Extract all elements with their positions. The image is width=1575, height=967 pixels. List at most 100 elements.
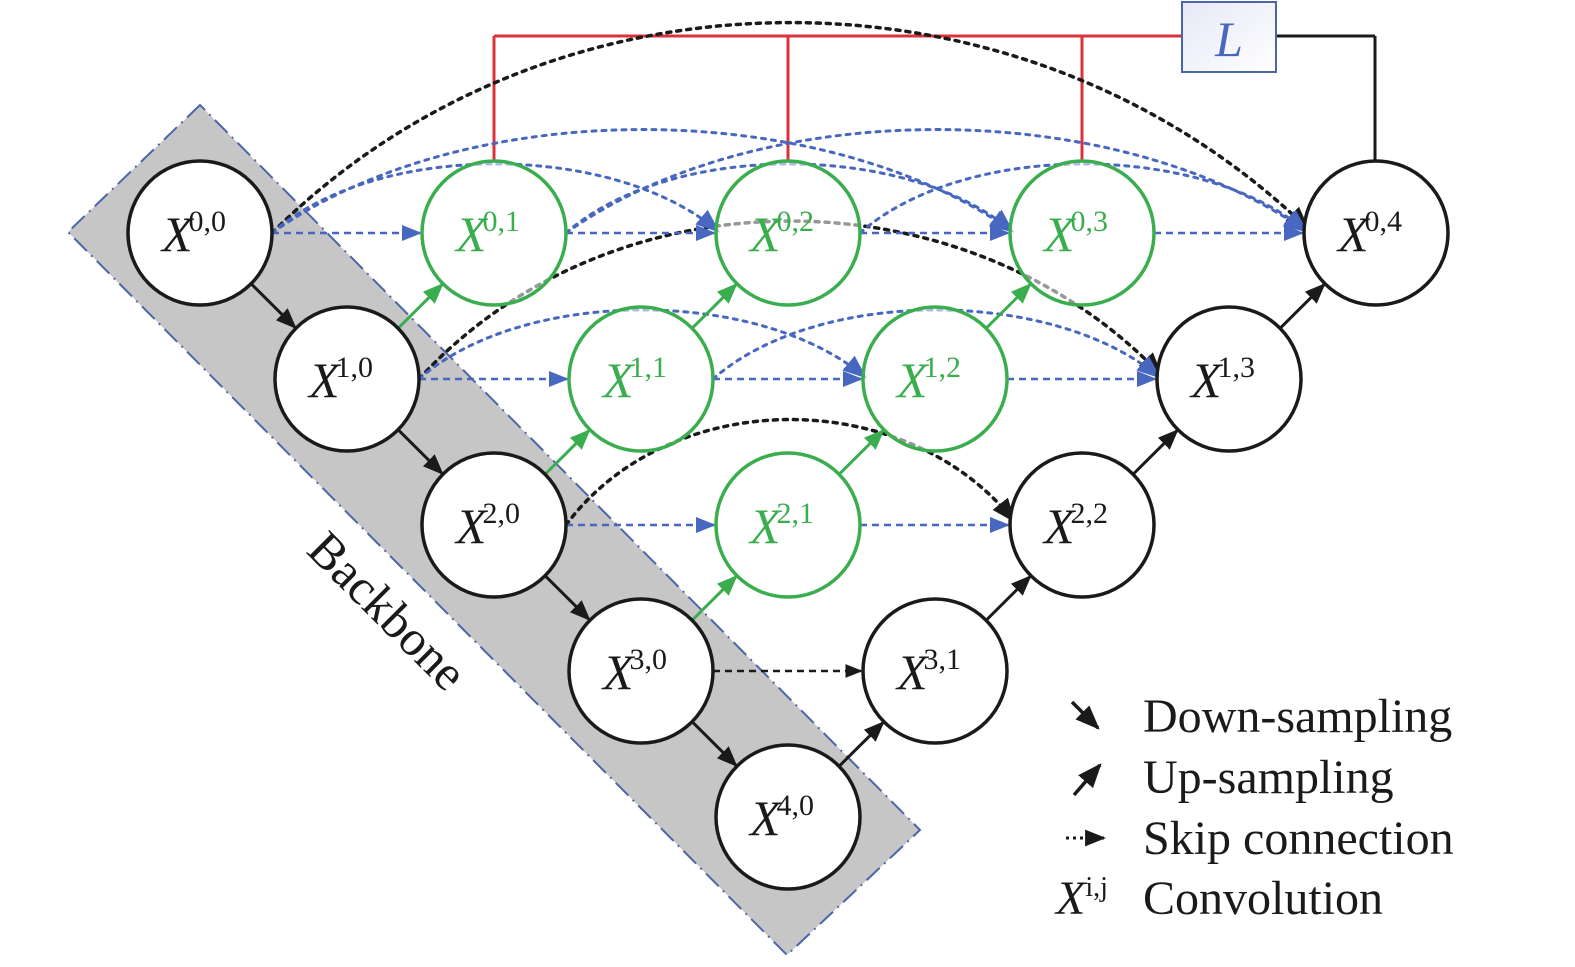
up-sampling-arrow [838,720,885,768]
loss-label: L [1214,11,1243,67]
up-sampling-arrow-nested [691,574,738,622]
legend-item-up-sampling: Up-sampling [1072,751,1394,804]
node-label-base: X [1042,498,1077,554]
up-sampling-arrow-nested [397,282,444,330]
node-label-base: X [601,644,636,700]
node-x13: X1,3 [1155,305,1303,453]
up-sampling-arrow-nested [691,282,738,330]
node-x31: X3,1 [861,597,1009,745]
node-label-base: X [601,352,636,408]
deep-supervision-lines [492,34,1182,161]
node-label-sup: 1,3 [1218,351,1256,384]
node-label-sup: 3,1 [924,643,962,676]
down-sampling-arrow [397,428,444,476]
legend-label: Up-sampling [1143,751,1394,804]
node-x20: X2,0 [420,451,568,599]
node-label-sup: 1,2 [924,351,962,384]
node-circle [1008,159,1156,307]
node-label-sup: 0,2 [777,205,815,238]
node-circle [1302,159,1450,307]
up-sampling-arrow-nested [985,282,1032,330]
node-label-sup: 2,2 [1071,497,1109,530]
node-circle [126,159,274,307]
node-label: X0,2 [748,205,814,262]
up-sampling-arrow-nested [838,428,885,476]
node-label-base: X [160,206,195,262]
node-label-sup: 3,0 [630,643,668,676]
legend-item-skip-connection: Skip connection [1066,812,1454,865]
node-circle [420,159,568,307]
down-sampling-arrow [250,282,297,330]
node-circle [567,305,715,453]
legend-label: Skip connection [1143,812,1454,865]
up-arrow-icon [1072,763,1102,797]
node-label: X1,0 [307,351,373,408]
node-circle [273,305,421,453]
node-label-sup: 1,0 [336,351,374,384]
symbol-base: X [1054,872,1087,925]
node-label-base: X [748,498,783,554]
node-label: X2,0 [454,497,520,554]
skip-arc-dense [270,128,1014,235]
skip-arc-dense [564,162,1014,235]
node-x01: X0,1 [420,159,568,307]
skip-arc-dense [858,162,1308,235]
node-label-base: X [454,498,489,554]
legend-item-convolution: Xi,j Convolution [1054,872,1383,925]
loss-box: L [1181,1,1377,160]
node-circle [714,451,862,599]
node-label: X3,1 [895,643,961,700]
skip-arc-dense [270,162,720,235]
node-label-sup: 0,0 [189,205,227,238]
node-label: X3,0 [601,643,667,700]
up-sampling-arrow [985,574,1032,622]
node-label-base: X [454,206,489,262]
node-x00: X0,0 [126,159,274,307]
skip-arc-long [270,20,1310,235]
node-label-sup: 2,0 [483,497,521,530]
node-label-sup: 0,3 [1071,205,1109,238]
node-circle [714,159,862,307]
node-label: X4,0 [748,789,814,846]
node-label-sup: 2,1 [777,497,815,530]
node-circle [714,743,862,891]
down-sampling-arrow [544,574,591,622]
node-circle [1155,305,1303,453]
node-x21: X2,1 [714,451,862,599]
node-label: X0,1 [454,205,520,262]
node-label-base: X [1042,206,1077,262]
node-label: X1,3 [1189,351,1255,408]
node-x02: X0,2 [714,159,862,307]
node-label: X0,4 [1336,205,1402,262]
down-arrow-icon [1070,700,1100,730]
node-label-sup: 1,1 [630,351,668,384]
node-x22: X2,2 [1008,451,1156,599]
node-label-sup: 0,1 [483,205,521,238]
skip-arc-dense [417,308,867,381]
node-label: X0,3 [1042,205,1108,262]
legend-item-down-sampling: Down-sampling [1070,690,1452,743]
edges [250,20,1326,768]
up-sampling-arrow [1132,428,1179,476]
node-circle [861,597,1009,745]
down-sampling-arrow [691,720,738,768]
node-label-base: X [748,206,783,262]
symbol-sup: i,j [1085,872,1108,903]
node-label-base: X [748,790,783,846]
node-label-sup: 0,4 [1365,205,1403,238]
node-label-base: X [895,644,930,700]
legend: Down-sampling Up-sampling Skip connectio… [1054,690,1454,925]
node-label-base: X [895,352,930,408]
node-label: X0,0 [160,205,226,262]
skip-arc-long [564,417,1016,527]
node-label: X1,1 [601,351,667,408]
node-x11: X1,1 [567,305,715,453]
node-label-base: X [1336,206,1371,262]
up-sampling-arrow [1279,282,1326,330]
node-label: X2,2 [1042,497,1108,554]
node-x12: X1,2 [861,305,1009,453]
node-label: X2,1 [748,497,814,554]
legend-label: Down-sampling [1143,690,1452,743]
node-x40: X4,0 [714,743,862,891]
